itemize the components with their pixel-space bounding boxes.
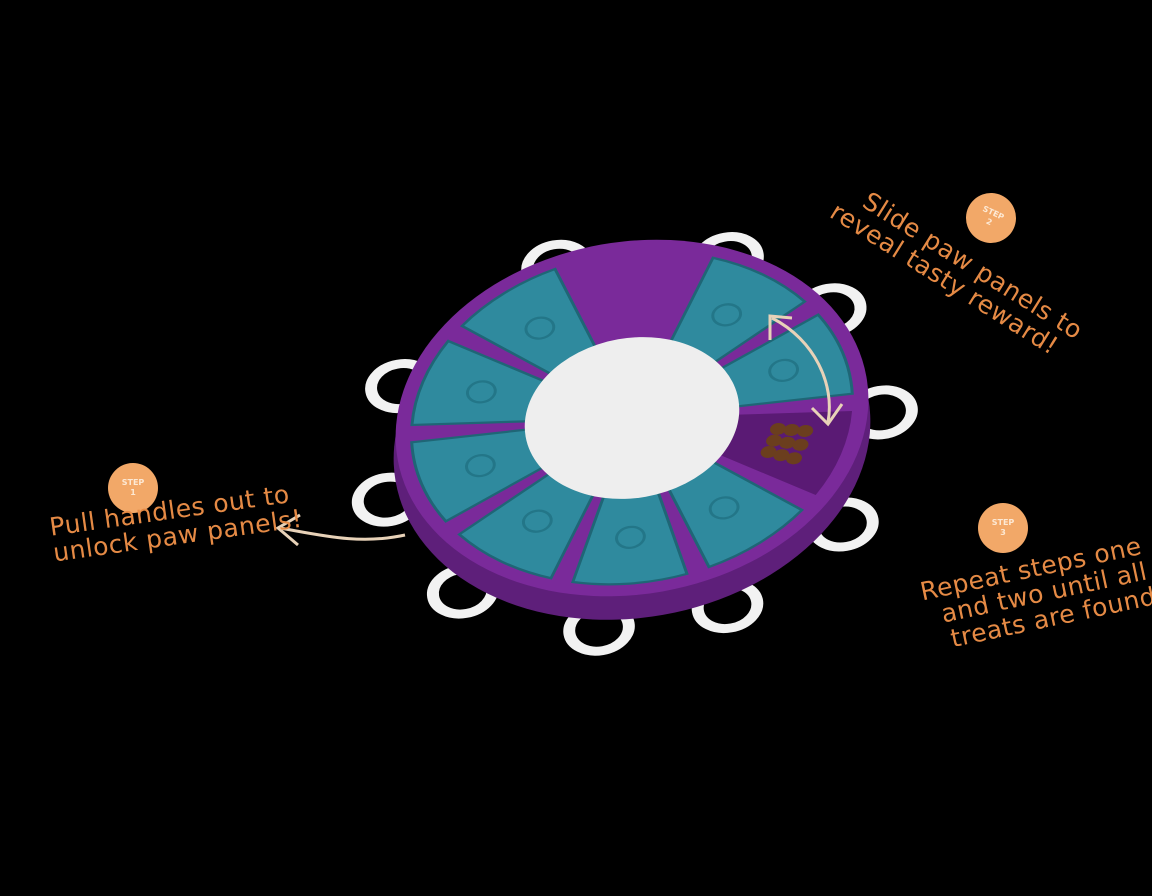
dog-puzzle-toy (351, 232, 918, 656)
step1-arrow-icon (275, 513, 406, 547)
treat (760, 445, 777, 458)
step2-double-arrow-icon (768, 314, 844, 427)
step1-badge-label: STEP (121, 478, 145, 487)
treat (766, 434, 782, 447)
step3-badge-number: 3 (1000, 528, 1006, 537)
paw-print-icon (711, 303, 743, 327)
step3-badge-label: STEP (991, 518, 1015, 527)
treat (797, 425, 814, 438)
step3-badge: STEP 3 (978, 503, 1028, 553)
step1-badge-number: 1 (130, 488, 136, 497)
paw-print-icon (524, 316, 556, 340)
treat (770, 422, 786, 435)
treat (779, 436, 796, 449)
step1-badge: STEP 1 (108, 463, 158, 513)
paw-print-icon (521, 509, 553, 533)
paw-print-icon (465, 453, 496, 478)
treat (773, 449, 790, 462)
paw-print-icon (708, 496, 740, 520)
treat (786, 452, 802, 465)
step2-badge-number: 2 (984, 216, 994, 228)
treat (783, 423, 800, 436)
toy-top (395, 239, 869, 597)
paw-print-icon (768, 358, 799, 383)
paw-print-icon (615, 525, 646, 549)
paw-print-icon (465, 380, 497, 404)
treat (792, 438, 809, 451)
center-cap (524, 337, 740, 499)
